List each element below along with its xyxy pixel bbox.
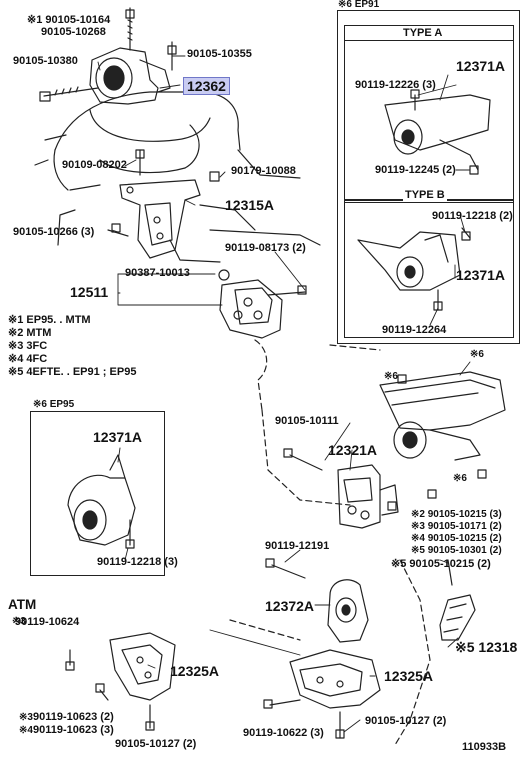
ep95-box [30,411,165,576]
engine-block-outline [34,91,321,263]
marker-6-bolt-a: ※6 [384,371,398,382]
part-label-90119-10624[interactable]: 90119-10624 [15,616,80,628]
bracket-12318-shape [439,559,476,641]
part-label-12371a-type-a[interactable]: 12371A [456,58,506,74]
legend-line-1: ※1 EP95. . MTM [8,314,91,326]
legend-line-3: ※3 3FC [8,340,48,352]
legend-line-5: ※5 4EFTE. . EP91 ; EP95 [8,366,137,378]
leader-lines [97,55,471,733]
part-label-90119-12218-ep95[interactable]: 90119-12218 (3) [97,556,178,568]
part-label-90105-10266[interactable]: 90105-10266 (3) [13,226,95,238]
bracket-12325a-atm-shape [65,632,176,731]
bracket-12315a-shape [107,149,220,259]
part-label-90119-12191[interactable]: 90119-12191 [265,540,330,552]
type-b-header-line [344,202,514,203]
part-label-12321a[interactable]: 12321A [328,442,378,458]
part-label-12362-highlighted[interactable]: 12362 [183,77,230,95]
part-label-90105-10355[interactable]: 90105-10355 [187,48,252,60]
ep91-box-title: ※6 EP91 [338,0,380,10]
part-label-90119-10623-b[interactable]: 90119-10623 (3) [33,724,114,736]
mount-type-b-shape [357,227,471,311]
part-label-90179-10088[interactable]: 90179-10088 [231,165,296,177]
part-label-90105-10164[interactable]: ※1 90105-10164 [27,14,111,26]
part-label-90105-10127-atm[interactable]: 90105-10127 (2) [115,738,197,750]
marker-6-top: ※6 [470,349,484,360]
part-label-90105-10171[interactable]: ※3 90105-10171 (2) [411,521,502,532]
atm-marker-3: ※3 [12,616,26,627]
part-label-90105-10215-a[interactable]: ※2 90105-10215 (3) [411,509,502,520]
frame-dashed-lines [229,339,431,746]
part-label-90119-12218-type-b[interactable]: 90119-12218 (2) [432,210,513,222]
part-label-90119-12245[interactable]: 90119-12245 (2) [375,164,456,176]
part-label-90105-10127-center[interactable]: 90105-10127 (2) [365,715,447,727]
type-a-title: TYPE A [403,27,443,39]
part-label-12371a-type-b[interactable]: 12371A [456,267,506,283]
atm-marker-4: ※4 [19,725,33,736]
part-label-12315a[interactable]: 12315A [225,197,275,213]
part-label-90119-10623-a[interactable]: 90119-10623 (2) [33,711,114,723]
atm-marker-3b: ※3 [19,712,33,723]
ep95-box-title: ※6 EP95 [33,399,75,410]
part-label-12325a-atm[interactable]: 12325A [170,663,220,679]
ep91-box [337,10,520,344]
part-label-90105-10215-b[interactable]: ※4 90105-10215 (2) [411,533,502,544]
engine-mount-12362-shape [39,7,177,105]
part-label-90119-10622[interactable]: 90119-10622 (3) [243,727,324,739]
mount-12372a-shape [327,579,369,643]
part-label-90105-10268[interactable]: 90105-10268 [41,26,106,38]
part-label-90119-12264[interactable]: 90119-12264 [382,324,447,336]
part-label-90119-08173[interactable]: 90119-08173 (2) [225,242,306,254]
mount-12511-shape [218,269,307,339]
part-label-12325a-center[interactable]: 12325A [384,668,434,684]
legend-line-2: ※2 MTM [8,327,52,339]
diagram-code: 110933B [462,741,507,753]
part-label-90105-10301[interactable]: ※5 90105-10301 (2) [411,545,502,556]
legend-line-4: ※4 4FC [8,353,48,365]
mount-6-right-shape [379,371,506,479]
part-label-90105-10111[interactable]: 90105-10111 [275,415,339,427]
mount-12321a-shape [265,448,437,579]
type-a-header-line [344,40,514,41]
part-label-90109-08202[interactable]: 90109-08202 [62,159,127,171]
part-label-12318[interactable]: ※5 12318 [455,639,518,655]
marker-6-bolt-b: ※6 [453,473,467,484]
part-label-12371a-ep95[interactable]: 12371A [93,429,143,445]
part-label-90105-10215-c[interactable]: ※5 90105-10215 (2) [391,558,491,570]
part-label-90119-12226[interactable]: 90119-12226 (3) [355,79,436,91]
bracket-12325a-center-shape [263,649,381,739]
part-label-12511[interactable]: 12511 [70,284,109,300]
part-label-90387-10013[interactable]: 90387-10013 [125,267,190,279]
type-b-title: TYPE B [403,189,447,201]
mount-type-a-shape [384,89,491,175]
mount-ep95-box-shape [67,454,136,549]
atm-title: ATM [8,597,37,612]
part-label-90105-10380[interactable]: 90105-10380 [13,55,78,67]
part-label-12372a[interactable]: 12372A [265,598,315,614]
